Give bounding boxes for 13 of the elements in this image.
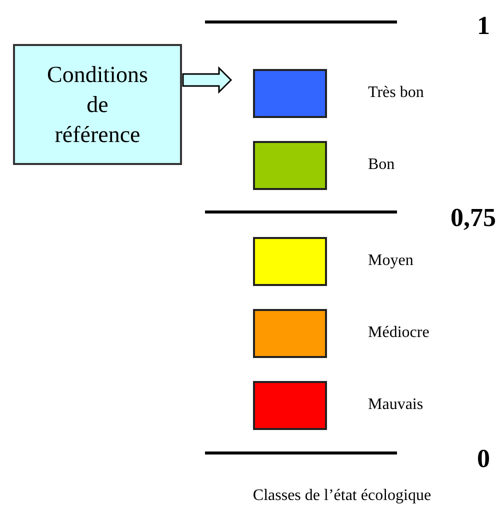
scale-value: 1 <box>476 10 490 42</box>
scale-value: 0 <box>476 443 490 475</box>
legend-label: Médiocre <box>368 323 430 343</box>
scale-value: 0,75 <box>450 202 496 234</box>
color-swatch <box>253 69 327 118</box>
legend-label: Bon <box>368 155 395 175</box>
caption: Classes de l’état écologique <box>252 486 432 506</box>
legend-label: Très bon <box>368 83 424 103</box>
reference-box <box>13 44 182 165</box>
legend-label: Mauvais <box>368 395 424 415</box>
box-text: Conditions de référence <box>46 60 149 148</box>
block-arrow <box>182 66 232 94</box>
legend-label: Moyen <box>368 251 414 271</box>
